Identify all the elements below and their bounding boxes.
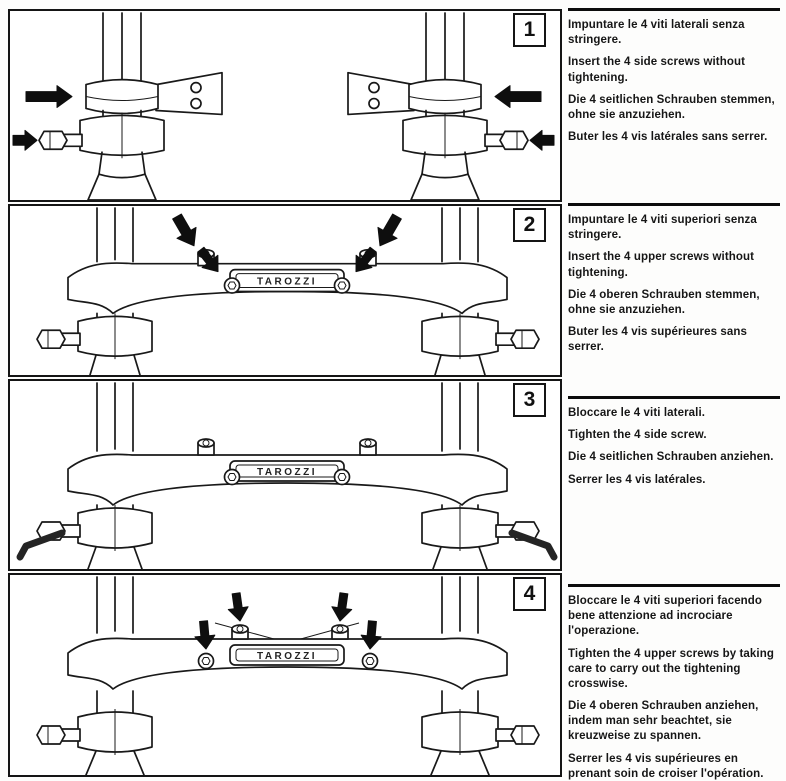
arrow-icon <box>360 620 382 650</box>
fork-tube-left <box>96 207 134 263</box>
lower-clamp-left <box>36 690 153 775</box>
step-2-drawing: TAROZZI <box>36 207 540 375</box>
instruction-text-fr: Serrer les 4 vis latérales. <box>568 473 706 486</box>
fork-leg-left <box>38 12 223 200</box>
step-panel-1: 1 <box>8 9 562 202</box>
lower-clamp-left <box>36 312 153 375</box>
instruction-text-en: Insert the 4 upper screws without tighte… <box>568 251 755 279</box>
upper-screw <box>223 468 241 486</box>
arrow-icon <box>494 85 542 108</box>
instruction-text-fr: Buter les 4 vis supérieures sans serrer. <box>568 326 747 354</box>
instruction-text-it: Impuntare le 4 viti laterali senza strin… <box>568 19 745 47</box>
step-panel-2: TAROZZI <box>8 204 562 377</box>
instruction-text-fr: Serrer les 4 vis supérieures en prenant … <box>568 752 764 780</box>
mount-bracket <box>155 71 223 116</box>
arrow-icon <box>172 213 197 247</box>
arrow-icon <box>529 129 555 151</box>
step-3-drawing: TAROZZI <box>16 382 558 569</box>
instruction-text-it: Bloccare le 4 viti laterali. <box>568 407 706 419</box>
fork-tube-right <box>441 382 479 452</box>
lower-clamp-left <box>36 504 153 569</box>
lower-clamp-right <box>421 690 540 775</box>
step-number-3: 3 <box>513 383 546 417</box>
instruction-text-fr: Buter les 4 vis latérales sans serrer. <box>568 131 768 144</box>
fork-leg-right <box>347 12 529 200</box>
instruction-block-1: Impuntare le 4 viti laterali senza strin… <box>568 8 780 152</box>
arrow-icon <box>227 592 249 622</box>
allen-key-left <box>16 529 66 561</box>
fork-tube-left <box>96 382 134 452</box>
instruction-text-de: Die 4 seitlichen Schrauben stemmen, ohne… <box>568 93 775 121</box>
instruction-text-it: Bloccare le 4 viti superiori facendo ben… <box>568 595 763 638</box>
upper-screw <box>197 652 215 670</box>
step-1-drawing <box>12 12 555 200</box>
arrow-icon <box>355 246 377 273</box>
step-panel-3: TAROZZI <box>8 379 562 571</box>
instruction-block-3: Bloccare le 4 viti laterali. Tighten the… <box>568 396 780 495</box>
arrow-icon <box>25 85 73 108</box>
upper-screw <box>331 624 349 640</box>
brand-label: TAROZZI <box>257 277 317 288</box>
arrow-icon <box>194 620 216 650</box>
step-panel-4: TAROZZI <box>8 573 562 777</box>
instruction-text-it: Impuntare le 4 viti superiori senza stri… <box>568 214 757 242</box>
step-number-2: 2 <box>513 208 546 242</box>
upper-screw <box>197 438 215 456</box>
instruction-text-de: Die 4 oberen Schrauben stemmen, ohne sie… <box>568 288 760 316</box>
upper-screw <box>361 652 379 670</box>
brand-plate <box>229 644 345 666</box>
upper-screw <box>333 277 351 294</box>
instruction-block-2: Impuntare le 4 viti superiori senza stri… <box>568 203 780 362</box>
fork-tube-left <box>96 576 134 634</box>
instruction-block-4: Bloccare le 4 viti superiori facendo ben… <box>568 584 780 781</box>
lower-clamp-right <box>421 312 540 375</box>
upper-screw <box>223 277 241 294</box>
instruction-text-de: Die 4 seitlichen Schrauben anziehen. <box>568 451 774 464</box>
instruction-text-de: Die 4 oberen Schrauben anziehen, indem m… <box>568 700 759 743</box>
fork-tube-right <box>441 207 479 263</box>
arrow-icon <box>12 129 38 151</box>
step-4-drawing: TAROZZI <box>36 576 540 775</box>
brand-label: TAROZZI <box>257 651 317 662</box>
upper-screw <box>359 438 377 456</box>
upper-screw <box>333 468 351 486</box>
allen-key-right <box>508 529 558 561</box>
arrow-icon <box>331 592 353 622</box>
arrow-icon <box>377 213 402 247</box>
instruction-text-en: Tighten the 4 upper screws by taking car… <box>568 647 774 690</box>
mount-bracket <box>347 71 415 116</box>
brand-label: TAROZZI <box>257 467 317 478</box>
step-number-4: 4 <box>513 577 546 611</box>
step-number-1: 1 <box>513 13 546 47</box>
fork-tube-right <box>441 576 479 634</box>
upper-screw <box>231 624 249 640</box>
instruction-text-en: Insert the 4 side screws without tighten… <box>568 56 746 84</box>
instruction-text-en: Tighten the 4 side screw. <box>568 429 707 442</box>
arrow-icon <box>197 246 219 273</box>
